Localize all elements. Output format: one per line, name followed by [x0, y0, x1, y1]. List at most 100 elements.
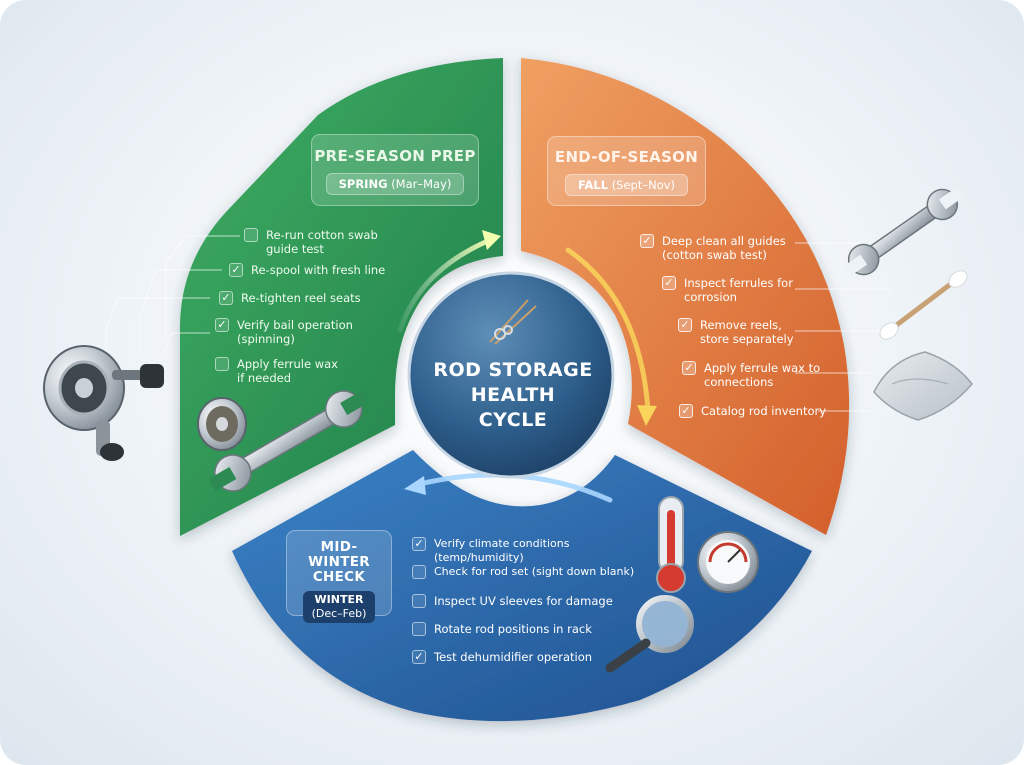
- fall-checklist-item[interactable]: ✓ Deep clean all guides (cotton swab tes…: [640, 234, 805, 262]
- winter-checklist-item[interactable]: ✓ Verify climate conditions (temp/humidi…: [412, 537, 662, 565]
- fishing-rod-icon: [489, 299, 537, 345]
- winter-checklist-item[interactable]: Rotate rod positions in rack: [412, 622, 642, 636]
- checkbox-checked[interactable]: ✓: [412, 537, 426, 551]
- winter-checklist-item[interactable]: Check for rod set (sight down blank): [412, 565, 662, 579]
- label-line-1: Apply ferrule wax: [237, 357, 338, 371]
- winter-checklist-item[interactable]: Inspect UV sleeves for damage: [412, 594, 642, 608]
- center-title: ROD STORAGE HEALTH CYCLE: [420, 358, 606, 433]
- checkbox-unchecked[interactable]: [412, 565, 426, 579]
- fall-wrench-icon: [843, 188, 963, 276]
- spring-arrowhead: [482, 230, 501, 250]
- fall-checklist-item[interactable]: ✓ Inspect ferrules for corrosion: [662, 276, 812, 304]
- spring-season-months: (Mar–May): [391, 177, 452, 191]
- winter-season-months: (Dec–Feb): [311, 607, 367, 620]
- spring-checklist-item[interactable]: Apply ferrule wax if needed: [215, 357, 375, 385]
- magnifying-glass-icon: [605, 595, 694, 673]
- fall-segment: [521, 58, 850, 535]
- winter-header-card: MID-WINTER CHECK WINTER (Dec–Feb): [286, 530, 392, 623]
- label-line-1: Deep clean all guides: [662, 234, 786, 248]
- checkbox-checked[interactable]: ✓: [682, 361, 696, 375]
- checklist-item-label: Inspect ferrules for corrosion: [684, 276, 793, 304]
- fall-checklist-item[interactable]: ✓ Remove reels, store separately: [678, 318, 808, 346]
- label-line-2: (spinning): [237, 332, 295, 346]
- wrench-icon: [208, 390, 368, 492]
- spring-title: PRE-SEASON PREP: [314, 147, 476, 165]
- checklist-item-label: Re-spool with fresh line: [251, 263, 386, 277]
- fall-checklist-item[interactable]: ✓ Apply ferrule wax to connections: [682, 361, 822, 389]
- fall-checklist-item[interactable]: ✓ Catalog rod inventory: [679, 404, 829, 418]
- fall-header-card: END-OF-SEASON FALL (Sept–Nov): [547, 136, 706, 206]
- winter-season-badge: WINTER (Dec–Feb): [302, 591, 376, 623]
- checkbox-checked[interactable]: ✓: [678, 318, 692, 332]
- fall-season-months: (Sept–Nov): [611, 178, 676, 192]
- checklist-item-label: Rotate rod positions in rack: [434, 622, 592, 636]
- line-spool-icon: [197, 397, 247, 451]
- center-title-line-3: CYCLE: [478, 409, 548, 431]
- spring-checklist-item[interactable]: ✓ Verify bail operation (spinning): [215, 318, 385, 346]
- winter-season-name: WINTER: [314, 593, 364, 606]
- checkbox-checked[interactable]: ✓: [219, 291, 233, 305]
- winter-checklist-item[interactable]: ✓ Test dehumidifier operation: [412, 650, 642, 664]
- checkbox-unchecked[interactable]: [412, 594, 426, 608]
- checklist-item-label: Verify bail operation (spinning): [237, 318, 353, 346]
- spring-season-name: SPRING: [338, 177, 388, 191]
- label-line-2: guide test: [266, 242, 324, 256]
- checkbox-checked[interactable]: ✓: [640, 234, 654, 248]
- checkbox-checked[interactable]: ✓: [662, 276, 676, 290]
- spring-header-card: PRE-SEASON PREP SPRING (Mar–May): [311, 134, 479, 206]
- spring-connectors: [105, 235, 240, 360]
- label-line-1: Re-run cotton swab: [266, 228, 378, 242]
- baitcaster-reel-icon: [43, 345, 164, 461]
- thermometer-icon: [656, 496, 686, 593]
- checkbox-checked[interactable]: ✓: [412, 650, 426, 664]
- spring-checklist-item[interactable]: ✓ Re-tighten reel seats: [219, 291, 399, 305]
- checkbox-unchecked[interactable]: [412, 622, 426, 636]
- center-hub: [407, 271, 615, 479]
- checklist-item-label: Verify climate conditions (temp/humidity…: [434, 537, 570, 564]
- label-line-2: connections: [704, 375, 774, 389]
- center-title-line-2: HEALTH: [470, 384, 556, 406]
- checklist-item-label: Re-tighten reel seats: [241, 291, 361, 305]
- checkbox-checked[interactable]: ✓: [229, 263, 243, 277]
- spring-season-badge: SPRING (Mar–May): [325, 173, 465, 195]
- cotton-swab-icon: [879, 270, 968, 340]
- label-line-1: Remove reels,: [700, 318, 782, 332]
- checklist-item-label: Apply ferrule wax if needed: [237, 357, 338, 385]
- checklist-item-label: Test dehumidifier operation: [434, 650, 593, 664]
- fall-title: END-OF-SEASON: [554, 148, 699, 166]
- fall-season-name: FALL: [577, 178, 609, 192]
- checklist-item-label: Apply ferrule wax to connections: [704, 361, 820, 389]
- winter-title: MID-WINTER CHECK: [287, 540, 391, 585]
- spring-segment: [180, 58, 503, 536]
- checklist-item-label: Check for rod set (sight down blank): [434, 565, 635, 578]
- spring-checklist-item[interactable]: Re-run cotton swab guide test: [244, 228, 404, 256]
- center-title-line-1: ROD STORAGE: [433, 359, 593, 381]
- checkbox-checked[interactable]: ✓: [215, 318, 229, 332]
- checklist-item-label: Re-run cotton swab guide test: [266, 228, 378, 256]
- checklist-item-label: Inspect UV sleeves for damage: [434, 594, 613, 608]
- checkbox-checked[interactable]: ✓: [679, 404, 693, 418]
- cloth-icon: [873, 351, 973, 421]
- fall-connectors: [795, 242, 892, 412]
- checkbox-unchecked[interactable]: [215, 357, 229, 371]
- winter-title-line-2: CHECK: [312, 569, 366, 585]
- fall-cycle-arrow: [565, 247, 651, 413]
- fall-arrowhead: [637, 405, 657, 426]
- hygrometer-gauge-icon: [697, 531, 759, 593]
- winter-title-line-1: MID-WINTER: [308, 539, 370, 570]
- label-line-2: corrosion: [684, 290, 737, 304]
- checklist-item-label: Catalog rod inventory: [701, 404, 827, 418]
- checklist-item-label: Deep clean all guides (cotton swab test): [662, 234, 786, 262]
- label-line-1: Apply ferrule wax to: [704, 361, 821, 375]
- label-line-2: store separately: [700, 332, 794, 346]
- checklist-item-label: Remove reels, store separately: [700, 318, 794, 346]
- label-line-1: Verify bail operation: [237, 318, 353, 332]
- spring-checklist-item[interactable]: ✓ Re-spool with fresh line: [229, 263, 409, 277]
- checkbox-unchecked[interactable]: [244, 228, 258, 242]
- label-line-1: Inspect ferrules for: [684, 276, 793, 290]
- fall-season-badge: FALL (Sept–Nov): [564, 174, 689, 196]
- label-line-2: if needed: [237, 371, 292, 385]
- label-line-2: (cotton swab test): [662, 248, 767, 262]
